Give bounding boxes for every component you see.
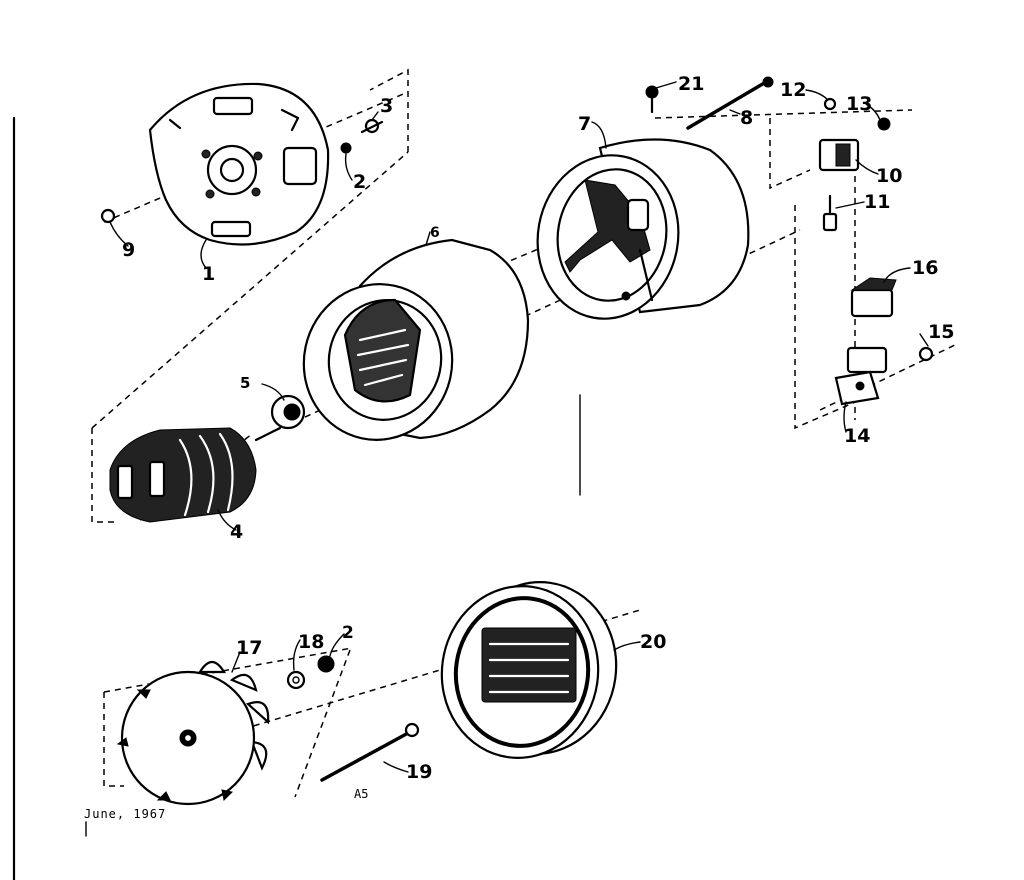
callout-20: 20	[640, 631, 666, 653]
callout-21: 21	[678, 73, 704, 95]
fastener-15	[918, 346, 934, 362]
fastener-9	[100, 208, 116, 224]
callout-15: 15	[928, 321, 954, 343]
diagram-date: June, 1967	[84, 807, 166, 821]
part-11-connector	[822, 194, 838, 232]
fastener-2-top	[340, 142, 352, 154]
callout-7: 7	[578, 113, 591, 135]
callout-11: 11	[864, 191, 890, 213]
fastener-13	[877, 117, 891, 131]
callout-13: 13	[846, 93, 872, 115]
part-6-stator-frame	[302, 238, 530, 441]
callout-12: 12	[780, 79, 806, 101]
part-17-fan	[116, 660, 270, 806]
screw-3	[360, 118, 384, 134]
part-1-end-bell	[148, 82, 330, 246]
callout-3: 3	[380, 95, 393, 117]
callout-2-top: 2	[353, 171, 366, 193]
callout-labels: 1 2 3 4 5 6 7 8 9 10 11 12 13 14 15 16 1…	[122, 73, 954, 783]
callout-10: 10	[876, 165, 902, 187]
part-10-terminal	[818, 138, 860, 172]
callout-1: 1	[202, 263, 215, 285]
callout-19: 19	[406, 761, 432, 783]
part-7-field-housing	[536, 138, 750, 320]
part-2-nut	[317, 655, 335, 673]
callout-16: 16	[912, 257, 938, 279]
part-8-through-bolt	[686, 76, 774, 130]
part-18-washer	[286, 670, 306, 690]
callout-17: 17	[236, 637, 262, 659]
part-19-bolt	[320, 722, 420, 782]
callout-5: 5	[240, 374, 250, 392]
fastener-12	[823, 97, 837, 111]
callout-9: 9	[122, 239, 135, 261]
leader-lines	[109, 81, 929, 773]
part-16-capacitor	[850, 277, 897, 318]
callout-2-bottom: 2	[342, 623, 354, 643]
part-4-armature	[109, 426, 282, 523]
callout-8: 8	[740, 107, 753, 129]
callout-6: 6	[430, 225, 440, 241]
part-14-bracket	[834, 346, 888, 406]
part-20-end-cover	[440, 581, 618, 759]
callout-14: 14	[844, 425, 870, 447]
screw-21	[645, 85, 659, 114]
callout-18: 18	[298, 631, 324, 653]
diagram-code: A5	[354, 787, 368, 801]
callout-4: 4	[230, 521, 243, 543]
part-5-bearing	[270, 394, 306, 430]
